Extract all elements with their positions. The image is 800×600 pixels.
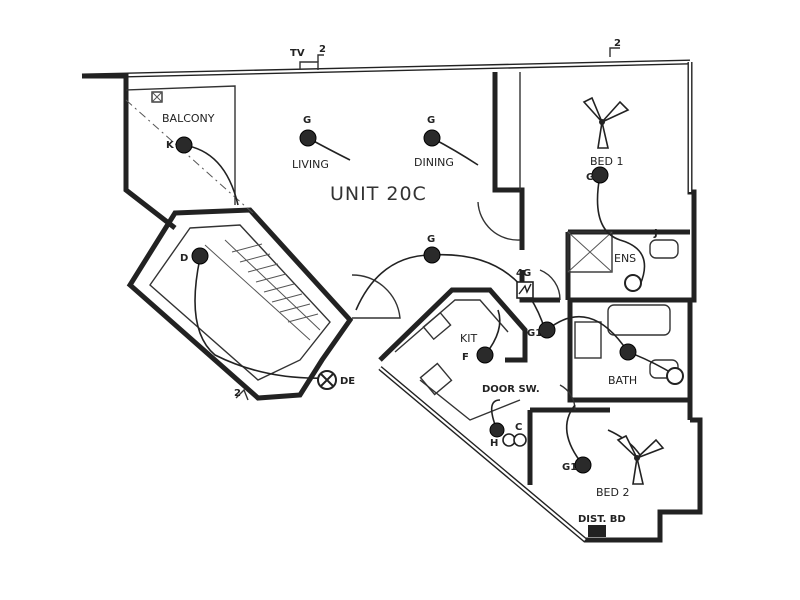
tv-outlet-count: 2: [319, 44, 326, 55]
room-label-living: LIVING: [292, 158, 329, 171]
unit-title: UNIT 20C: [330, 183, 427, 205]
symbol-g1-bed2: G1: [562, 462, 577, 473]
symbol-f: F: [462, 352, 469, 363]
ceiling-fan-icon: [582, 96, 630, 149]
vanity: [574, 321, 602, 359]
light-points: [175, 47, 684, 537]
exterior-walls: [81, 59, 703, 543]
light-point-icon: [591, 166, 609, 184]
bed1-outlet-count: 2: [614, 38, 621, 49]
symbol-c: C: [515, 422, 522, 433]
ceiling-fan-icon: [616, 434, 665, 485]
light-point-icon: [489, 422, 505, 438]
symbol-h: H: [490, 438, 498, 449]
symbol-g-living: G: [303, 115, 311, 126]
light-point-icon: [299, 129, 317, 147]
exhaust-fan-icon: [666, 367, 684, 385]
light-point-icon: [191, 247, 209, 265]
tv-label: TV: [290, 48, 305, 59]
phone-point-icon: [516, 281, 534, 299]
light-point-icon: [538, 321, 556, 339]
room-label-balcony: BALCONY: [162, 112, 215, 125]
symbol-j: J: [653, 228, 658, 239]
symbol-k: K: [166, 140, 175, 151]
symbol-g-dining: G: [427, 115, 435, 126]
symbol-4g: 4G: [516, 268, 531, 279]
light-point-icon: [574, 456, 592, 474]
exhaust-fan-icon: [624, 274, 642, 292]
light-point-icon: [476, 346, 494, 364]
symbol-d: D: [180, 253, 188, 264]
light-point-icon: [423, 246, 441, 264]
stair-treads: [231, 243, 319, 323]
light-point-icon: [619, 343, 637, 361]
stair-outlet-count: 2: [234, 388, 241, 399]
door-switch-label: DOOR SW.: [482, 384, 540, 395]
toilet-ensuite: [649, 239, 679, 259]
symbol-g-bed1: G: [586, 172, 594, 183]
cooktop: [419, 362, 453, 396]
room-label-dining: DINING: [414, 156, 454, 169]
heater-icon: [513, 433, 527, 447]
dist-board-icon: [588, 525, 606, 537]
room-label-bed2: BED 2: [596, 486, 629, 499]
light-point-icon: [175, 136, 193, 154]
symbol-de: DE: [340, 376, 355, 387]
light-point-icon: [423, 129, 441, 147]
balcony-marker: [151, 91, 163, 103]
shower: [567, 231, 613, 273]
tv-point-icon: [299, 61, 319, 70]
dist-board-label: DIST. BD: [578, 514, 626, 525]
labels: UNIT 20C BALCONY LIVING DINING BED 1 BED…: [162, 38, 658, 525]
room-label-kit: KIT: [460, 332, 477, 345]
door-swings: [351, 201, 576, 411]
bathtub: [607, 304, 671, 336]
room-label-bath: BATH: [608, 374, 637, 387]
kitchen-sink: [422, 311, 452, 341]
symbol-g1-kitchen: G1: [527, 328, 542, 339]
room-label-ens: ENS: [614, 252, 636, 265]
symbol-g-hall: G: [427, 234, 435, 245]
room-label-bed1: BED 1: [590, 155, 623, 168]
stair-well: [126, 207, 354, 401]
